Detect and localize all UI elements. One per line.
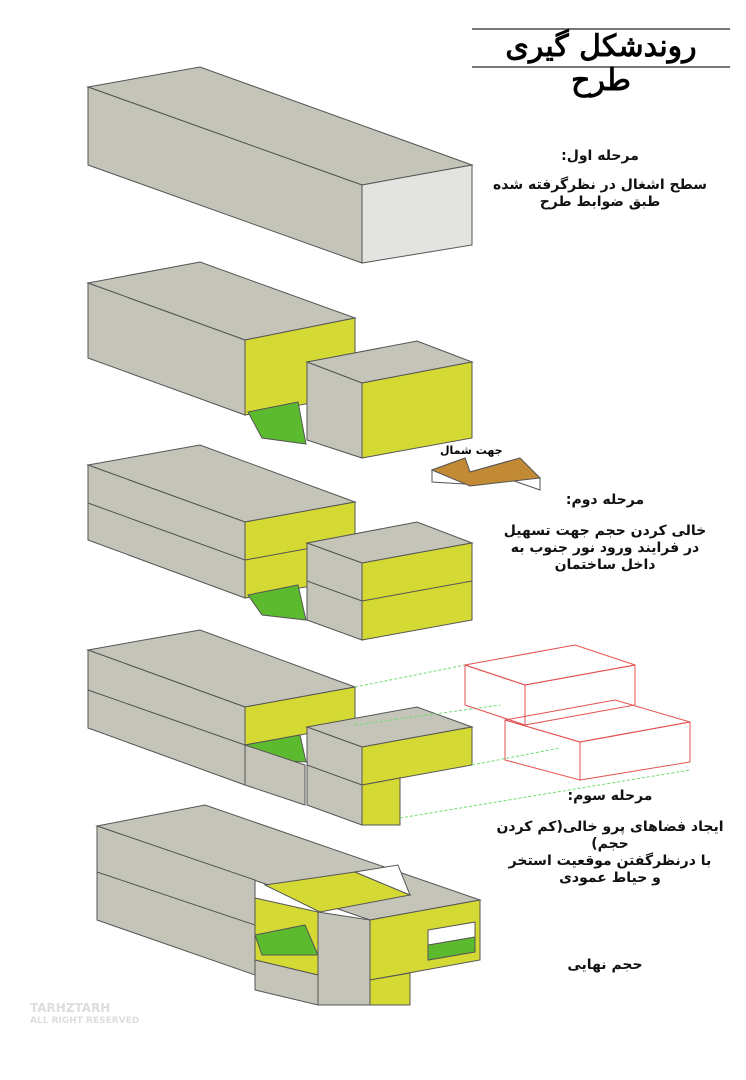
stage1-line: طبق ضوابط طرح	[539, 194, 661, 210]
stage3-text: مرحله سوم: ایجاد فضاهای پرو خالی(کم کردن…	[478, 788, 742, 887]
stage1-text: مرحله اول: سطح اشغال در نظرگرفته شده طبق…	[490, 148, 710, 211]
stage2-text: مرحله دوم: خالی کردن حجم جهت تسهیل در فر…	[500, 492, 710, 574]
stage2-line: خالی کردن حجم جهت تسهیل	[503, 523, 707, 539]
stage3-line: با درنظرگفتن موقعیت استخر	[508, 853, 712, 869]
stage1-line: سطح اشغال در نظرگرفته شده	[492, 177, 708, 193]
stage2-heading: مرحله دوم:	[565, 492, 645, 508]
watermark-logo: TARHZTARH ALL RIGHT RESERVED	[30, 1002, 139, 1028]
stage4-block	[86, 629, 691, 826]
removed-volumes	[464, 644, 691, 781]
north-label: جهت شمال	[440, 444, 503, 457]
stage2-block	[86, 261, 474, 459]
final-heading: حجم نهایی	[567, 957, 643, 973]
stage3-line: و حیاط عمودی	[559, 870, 661, 886]
stage1-block	[86, 66, 474, 264]
stage2-line: داخل ساختمان	[554, 557, 656, 573]
page-title: روندشکل گیری طرح	[472, 28, 730, 98]
north-arrow	[430, 457, 542, 491]
stage3-line: ایجاد فضاهای پرو خالی(کم کردن حجم)	[496, 819, 724, 852]
stage1-heading: مرحله اول:	[561, 148, 639, 164]
stage3-block	[86, 444, 474, 641]
final-block	[95, 804, 482, 1006]
stage2-line: در فرایند ورود نور جنوب به	[510, 540, 700, 556]
stage3-heading: مرحله سوم:	[567, 788, 653, 804]
watermark-sub: ALL RIGHT RESERVED	[30, 1016, 140, 1026]
watermark-brand: TARHZTARH	[30, 1001, 111, 1015]
